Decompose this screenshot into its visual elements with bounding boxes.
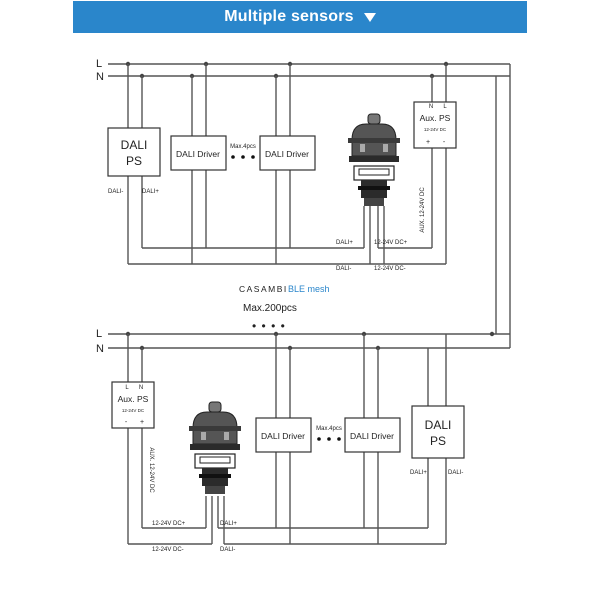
bottom-section: L N Aux. PS 12-24V DC - + AUX. 12-24V DC…: [111, 331, 495, 553]
aux-ps-sub: 12-24V DC: [122, 408, 145, 413]
sensor-dali-minus-label: DALI-: [336, 266, 351, 272]
dali-ps-dali-plus: DALI+: [410, 470, 427, 476]
aux-ps-sub: 12-24V DC: [424, 127, 447, 132]
dali-driver-label: DALI Driver: [350, 431, 394, 441]
aux-ps-plus: +: [140, 419, 144, 426]
sensor-dc-minus-label: 12-24V DC-: [152, 547, 184, 553]
ellipsis-icon: • • • •: [252, 319, 286, 333]
title-banner: Multiple sensors: [73, 1, 527, 33]
dali-ps-box: [411, 405, 465, 459]
line-l-label: L: [96, 328, 102, 340]
sensor-dali-minus-label: DALI-: [220, 547, 235, 553]
aux-ps-n-label: N: [139, 385, 143, 391]
aux-ps-minus: -: [125, 419, 128, 426]
ble-mesh-label: BLE mesh: [288, 284, 330, 294]
dali-driver-box: [259, 135, 316, 171]
line-l-label: L: [96, 58, 102, 70]
triangle-down-icon: [363, 12, 376, 22]
max-drivers-label: Max.4pcs: [230, 144, 256, 150]
dali-ps-line1: DALI: [425, 418, 452, 432]
aux-ps-title: Aux. PS: [420, 113, 451, 123]
aux-ps-plus: +: [426, 139, 430, 146]
aux-ps-l-label: L: [125, 385, 129, 391]
dali-ps-dali-minus: DALI-: [448, 470, 463, 476]
ellipsis-icon: [317, 437, 341, 441]
aux-ps-minus: -: [443, 139, 446, 146]
sensor-dali-plus-label: DALI+: [336, 240, 353, 246]
dali-ps-box: [107, 127, 161, 177]
casambi-logo: CASAMBI: [239, 284, 288, 294]
sensor-dali-plus-label: DALI+: [220, 521, 237, 527]
banner-title: Multiple sensors: [224, 8, 354, 25]
sensor-dc-minus-label: 12-24V DC-: [374, 266, 406, 272]
max-drivers-label: Max.4pcs: [316, 426, 342, 432]
dali-driver-box: [344, 417, 401, 453]
aux-ps-vertical-label: AUX. 12-24V DC: [148, 447, 154, 493]
sensor-dc-plus-label: 12-24V DC+: [152, 521, 186, 527]
dali-driver-label: DALI Driver: [261, 431, 305, 441]
dali-ps-line1: DALI: [121, 138, 148, 152]
max-sensors-label: Max.200pcs: [243, 303, 297, 314]
aux-ps-box: [413, 101, 457, 149]
top-section: DALI PS DALI- DALI+ DALI Driver Max.4pcs…: [107, 61, 510, 272]
sensor-dc-plus-label: 12-24V DC+: [374, 240, 408, 246]
aux-ps-box: [111, 381, 155, 429]
sensor-icon: [188, 401, 242, 495]
dali-ps-dali-plus: DALI+: [142, 189, 159, 195]
aux-ps-n-label: N: [429, 104, 433, 110]
aux-ps-vertical-label: AUX. 12-24V DC: [420, 187, 426, 233]
aux-ps-l-label: L: [443, 104, 447, 110]
line-n-label: N: [96, 343, 104, 355]
dali-driver-box: [170, 135, 227, 171]
dali-ps-line2: PS: [430, 434, 446, 448]
sensor-icon: [347, 113, 401, 207]
mesh-info: CASAMBI BLE mesh Max.200pcs • • • •: [239, 284, 330, 333]
line-n-label: N: [96, 71, 104, 83]
dali-ps-dali-minus: DALI-: [108, 189, 123, 195]
dali-driver-label: DALI Driver: [176, 149, 220, 159]
aux-ps-title: Aux. PS: [118, 394, 149, 404]
dali-ps-line2: PS: [126, 154, 142, 168]
dali-driver-label: DALI Driver: [265, 149, 309, 159]
ellipsis-icon: [231, 155, 255, 159]
dali-driver-box: [255, 417, 312, 453]
